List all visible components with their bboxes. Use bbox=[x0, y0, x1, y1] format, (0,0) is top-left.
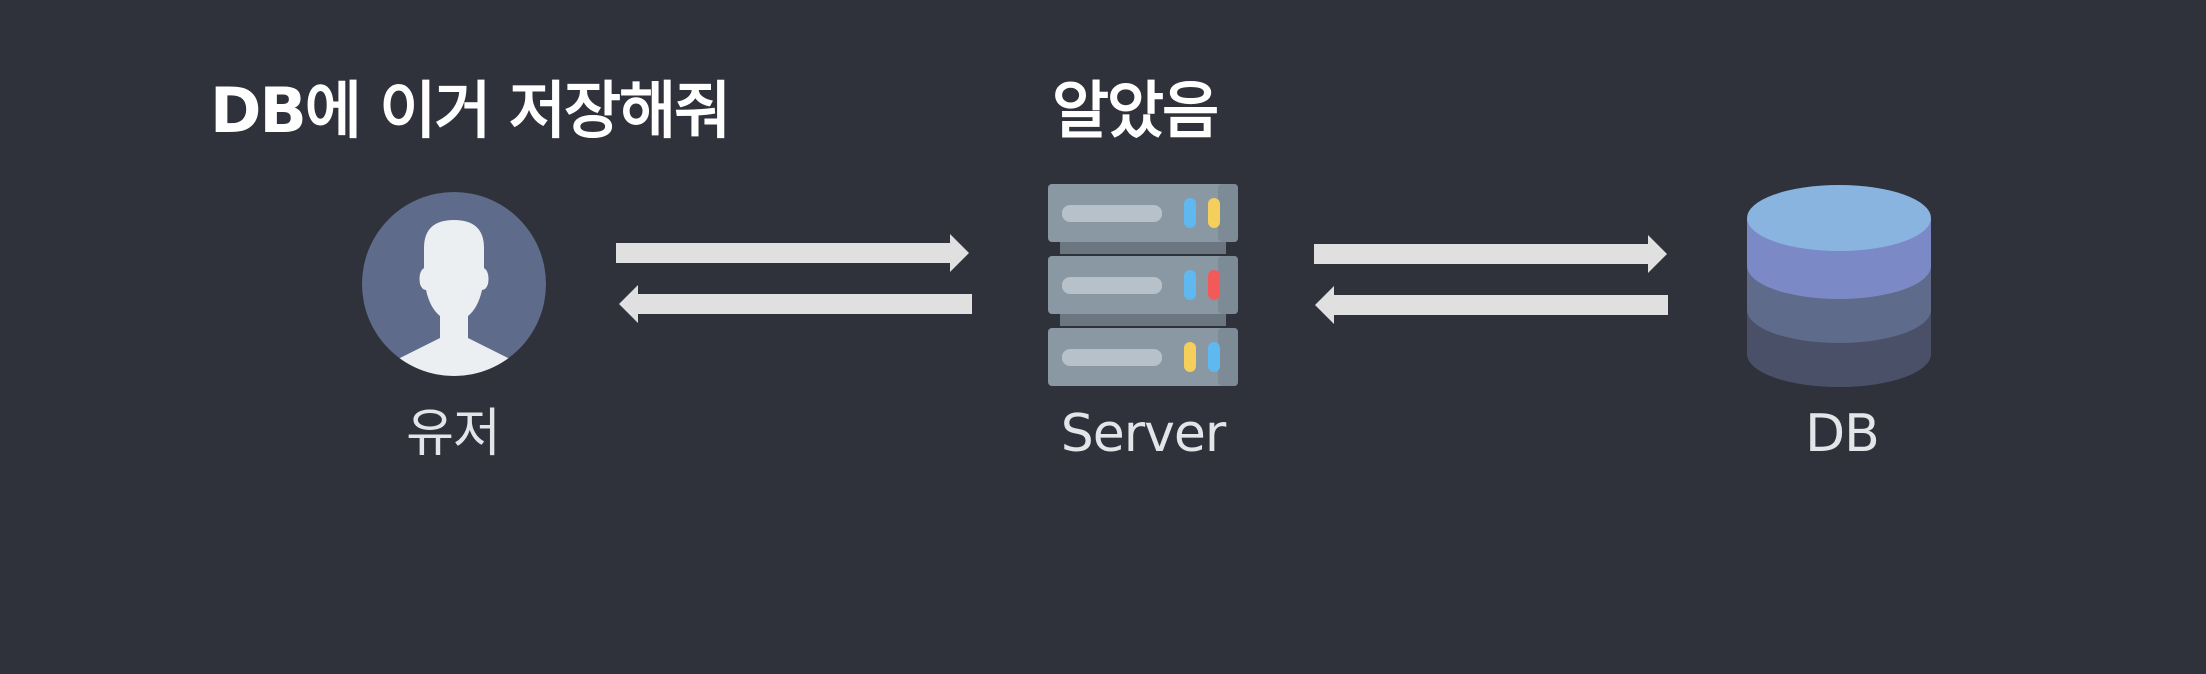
database-icon bbox=[1747, 185, 1931, 387]
db-label: DB bbox=[1805, 404, 1880, 464]
request-arrow-right bbox=[616, 234, 969, 272]
user-label: 유저 bbox=[406, 404, 501, 464]
server-rack-icon bbox=[1048, 184, 1238, 386]
result-arrow-left bbox=[1315, 286, 1668, 324]
user-request-text: DB에 이거 저장해줘 bbox=[210, 74, 731, 147]
server-response-text: 알았음 bbox=[1052, 74, 1219, 147]
server-label: Server bbox=[1060, 404, 1227, 464]
response-arrow-left bbox=[619, 285, 972, 323]
user-avatar-icon bbox=[362, 192, 546, 376]
query-arrow-right bbox=[1314, 235, 1667, 273]
